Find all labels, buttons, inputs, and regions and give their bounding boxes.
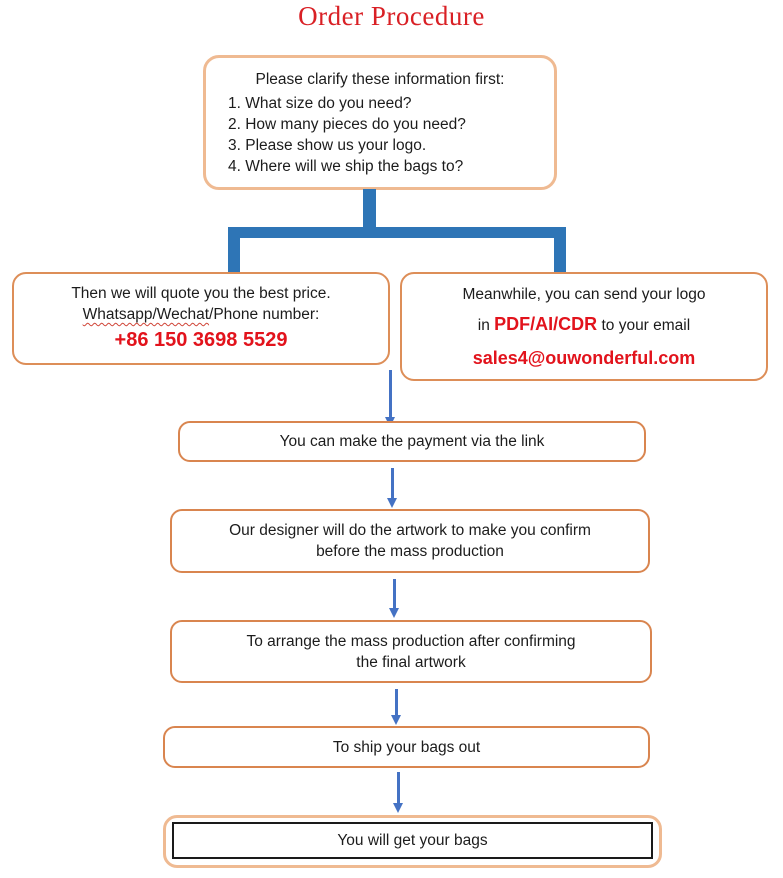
clarify-item-logo: 3. Please show us your logo. xyxy=(228,137,427,154)
ship-bags-box: To ship your bags out xyxy=(163,726,650,768)
production-text: To arrange the mass production after con… xyxy=(246,631,575,673)
flow-arrow-to-production xyxy=(389,579,399,618)
logo-line1: Meanwhile, you can send your logo xyxy=(462,286,706,303)
payment-box: You can make the payment via the link xyxy=(178,421,646,462)
clarify-item-size: 1. What size do you need? xyxy=(228,95,412,112)
send-logo-box: Meanwhile, you can send your logo in PDF… xyxy=(400,272,768,381)
file-formats-text: PDF/AI/CDR xyxy=(494,314,598,334)
artwork-line2: before the mass production xyxy=(316,543,504,560)
flow-arrow-to-artwork xyxy=(387,468,397,508)
clarify-item-shipping: 4. Where will we ship the bags to? xyxy=(228,158,464,175)
logo-line2-pre: in xyxy=(477,317,495,334)
connector-stem xyxy=(363,189,376,228)
receive-bags-box: You will get your bags xyxy=(163,815,662,868)
flow-arrow-to-shipping xyxy=(391,689,401,725)
artwork-confirm-box: Our designer will do the artwork to make… xyxy=(170,509,650,573)
logo-line2-post: to your email xyxy=(597,317,691,334)
phone-number: +86 150 3698 5529 xyxy=(114,329,288,351)
payment-text: You can make the payment via the link xyxy=(279,433,545,450)
connector-left-drop xyxy=(228,237,240,273)
artwork-line1: Our designer will do the artwork to make… xyxy=(229,522,591,539)
artwork-text: Our designer will do the artwork to make… xyxy=(229,520,591,562)
production-line1: To arrange the mass production after con… xyxy=(246,632,576,650)
flow-arrow-to-receive xyxy=(393,772,403,813)
quote-line2-rest: /Phone number: xyxy=(209,306,320,323)
logo-line2: in PDF/AI/CDR to your email xyxy=(402,314,766,335)
clarify-info-box: Please clarify these information first: … xyxy=(203,55,557,190)
receive-text: You will get your bags xyxy=(337,831,488,849)
clarify-item-quantity: 2. How many pieces do you need? xyxy=(228,116,466,133)
flow-arrow-to-payment xyxy=(385,370,395,427)
mass-production-box: To arrange the mass production after con… xyxy=(170,620,652,683)
quote-line1: Then we will quote you the best price. xyxy=(71,285,331,302)
connector-horizontal-bar xyxy=(228,227,566,238)
quote-line2: Whatsapp/Wechat/Phone number: xyxy=(14,304,388,325)
clarify-intro-text: Please clarify these information first: xyxy=(255,71,505,88)
quote-contact-channels: Whatsapp/Wechat xyxy=(82,306,210,323)
production-line2: the final artwork xyxy=(356,653,466,671)
email-address: sales4@ouwonderful.com xyxy=(472,348,696,368)
ship-text: To ship your bags out xyxy=(332,738,481,756)
page-title: Order Procedure xyxy=(298,1,485,31)
connector-right-drop xyxy=(554,237,566,273)
quote-price-box: Then we will quote you the best price. W… xyxy=(12,272,390,365)
receive-bags-inner-frame: You will get your bags xyxy=(172,822,653,859)
